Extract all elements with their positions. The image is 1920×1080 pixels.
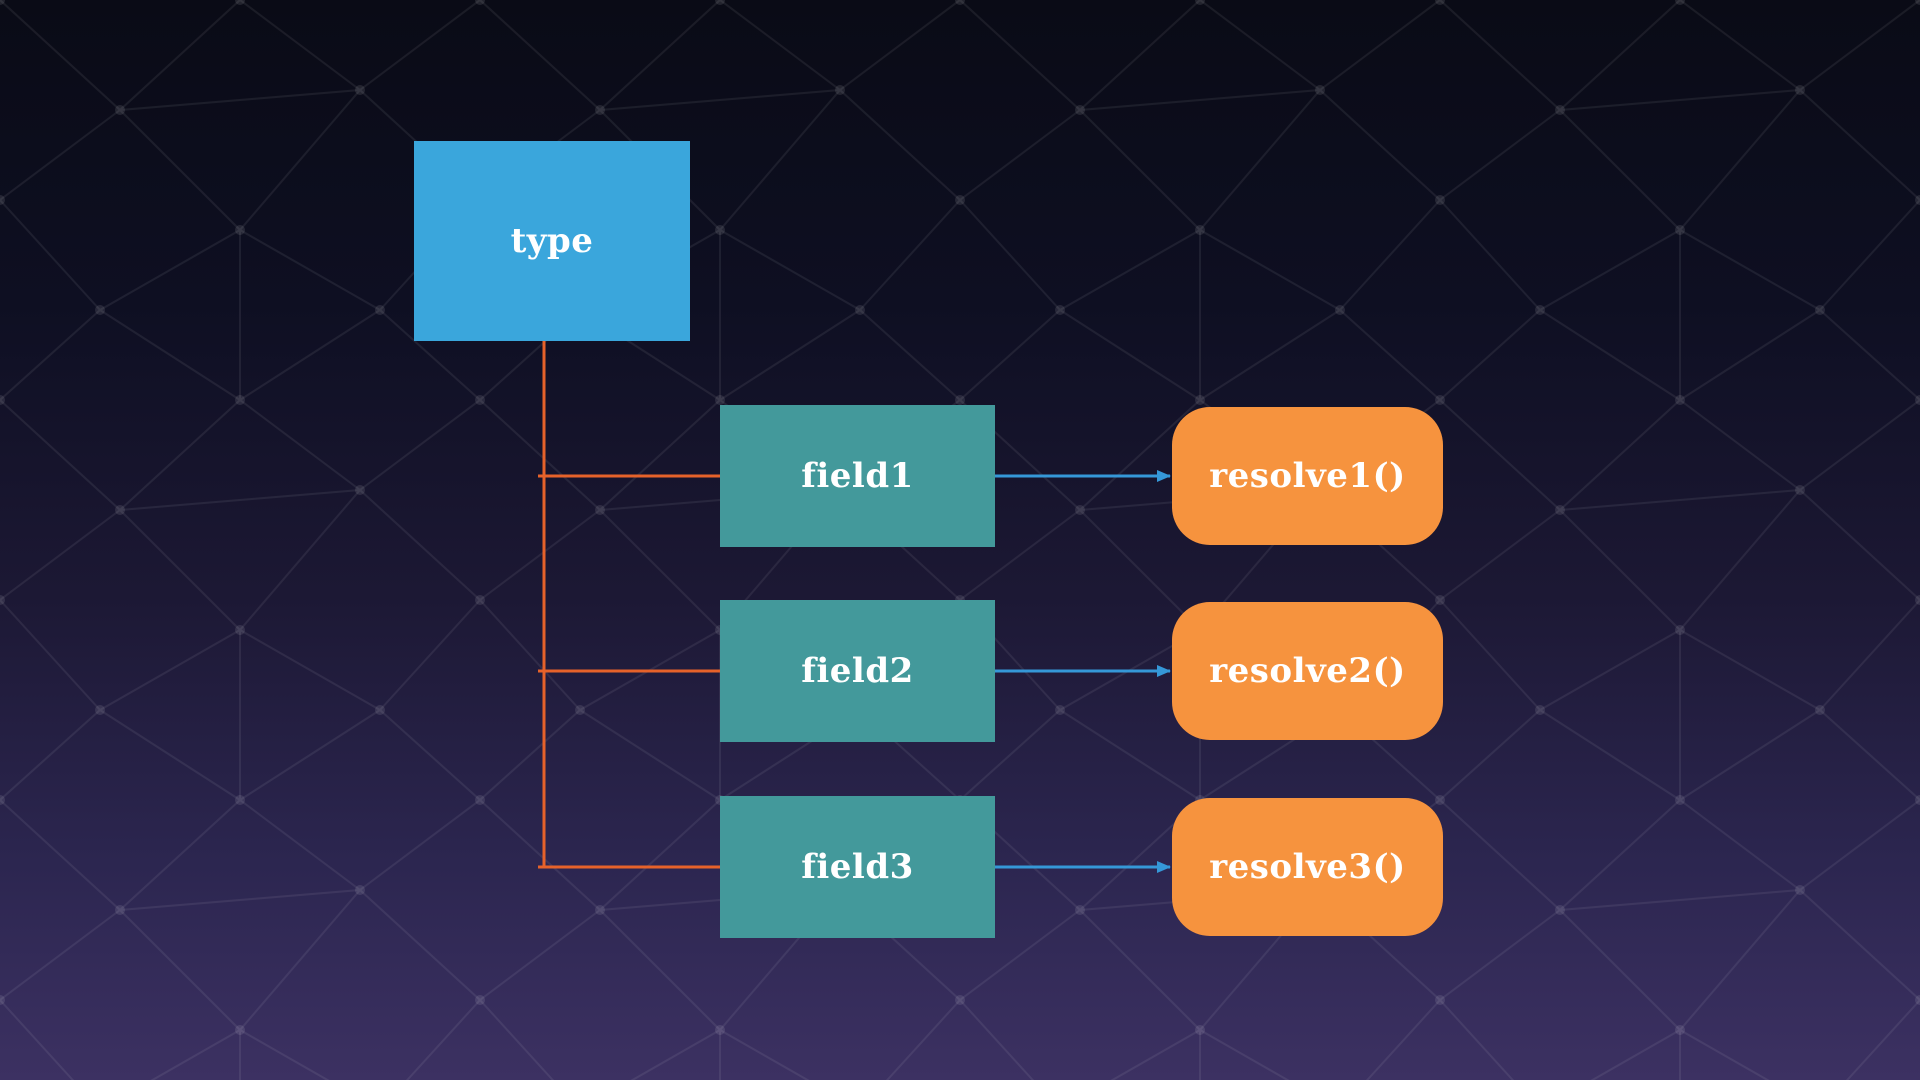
node-field1-label: field1 <box>801 456 914 496</box>
node-resolver1: resolve1() <box>1172 407 1443 545</box>
node-type: type <box>414 141 690 341</box>
node-field2-label: field2 <box>801 651 914 691</box>
node-resolver2: resolve2() <box>1172 602 1443 740</box>
node-resolver1-label: resolve1() <box>1209 456 1406 496</box>
node-field3-label: field3 <box>801 847 914 887</box>
node-resolver3-label: resolve3() <box>1209 847 1406 887</box>
node-resolver3: resolve3() <box>1172 798 1443 936</box>
node-field1: field1 <box>720 405 995 547</box>
node-resolver2-label: resolve2() <box>1209 651 1406 691</box>
node-field3: field3 <box>720 796 995 938</box>
node-type-label: type <box>510 221 594 261</box>
node-field2: field2 <box>720 600 995 742</box>
